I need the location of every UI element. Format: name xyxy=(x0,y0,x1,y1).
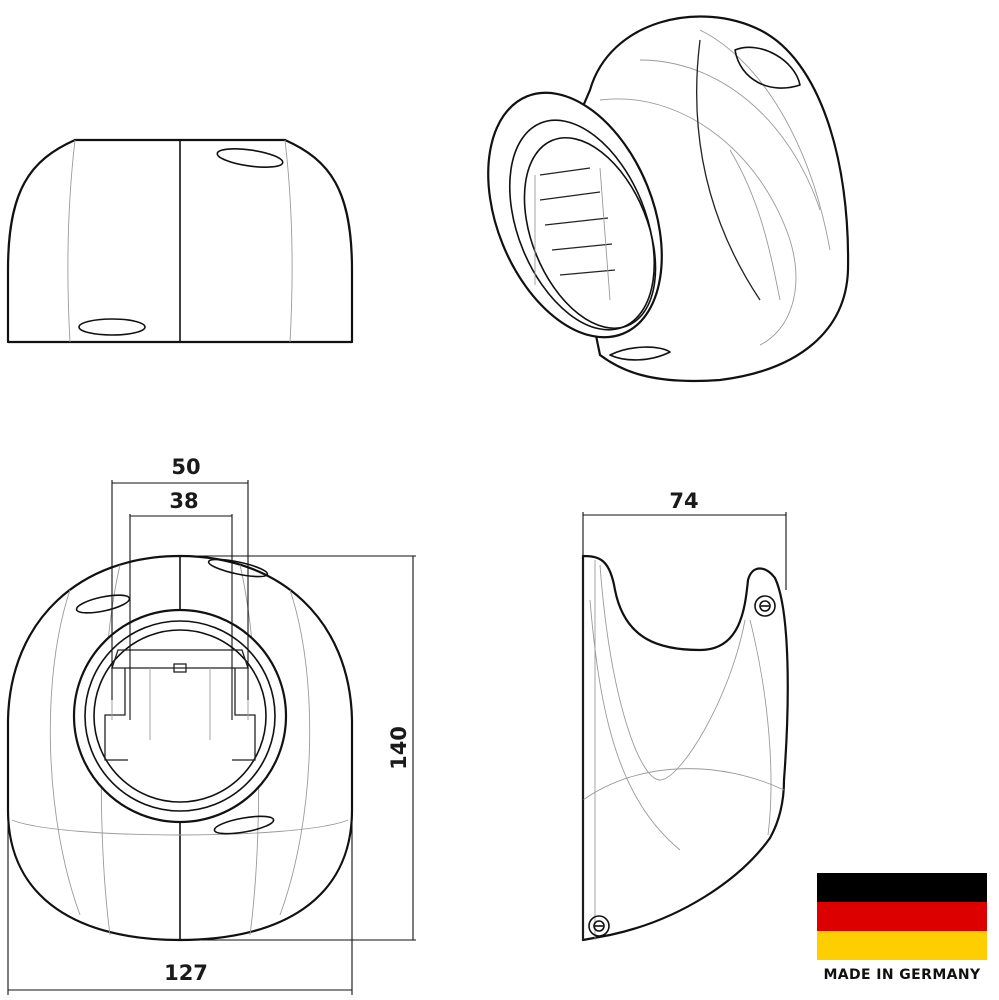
made-in-germany-label: MADE IN GERMANY xyxy=(823,967,981,983)
side-view xyxy=(581,512,789,942)
vent-slot xyxy=(216,148,284,168)
dim-label-38: 38 xyxy=(169,489,198,513)
top-view xyxy=(6,138,354,344)
dim-label-140: 140 xyxy=(387,726,411,770)
isometric-view xyxy=(487,15,850,383)
dim-label-127: 127 xyxy=(164,961,208,985)
vent-slot xyxy=(213,815,275,835)
vent-slot xyxy=(609,346,671,361)
vent-slot xyxy=(207,558,269,578)
screw-head xyxy=(754,595,776,617)
germany-flag xyxy=(817,873,987,960)
vent-slot xyxy=(734,46,801,89)
front-view xyxy=(6,480,416,995)
vent-slot xyxy=(75,594,131,614)
vent-slot xyxy=(78,318,146,336)
screw-head xyxy=(588,915,610,937)
dim-label-74: 74 xyxy=(669,489,698,513)
dim-label-50: 50 xyxy=(171,455,200,479)
